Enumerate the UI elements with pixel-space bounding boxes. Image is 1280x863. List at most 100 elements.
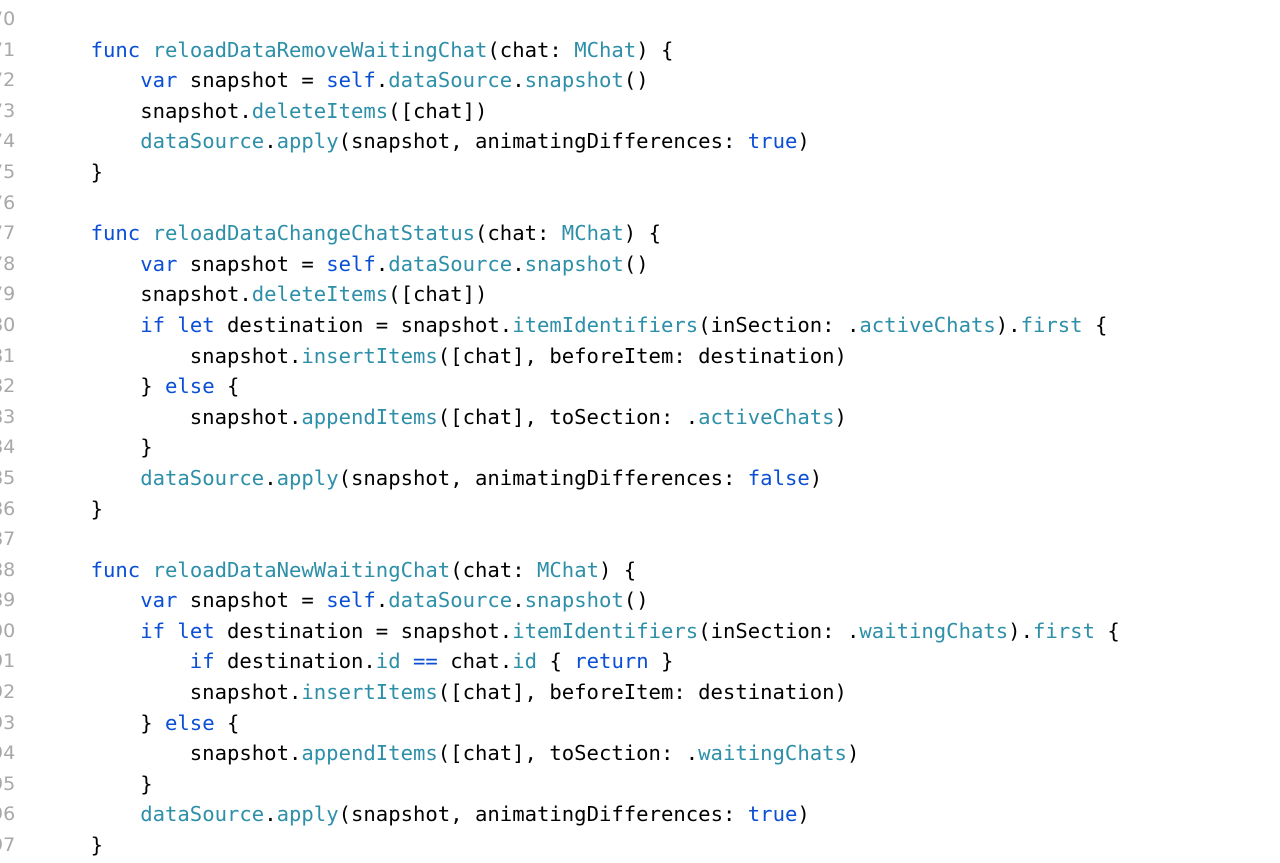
code-token-plain — [140, 221, 152, 245]
line-number: 90 — [0, 619, 16, 642]
code-token-plain: ([chat], beforeItem: destination) — [437, 680, 847, 705]
code-token-plain: (chat: — [475, 221, 562, 246]
code-token-plain: ) — [834, 404, 847, 429]
code-token-plain: ) — [797, 129, 810, 154]
line-number: 96 — [0, 803, 16, 826]
code-token-plain — [401, 649, 413, 673]
code-line[interactable]: 96 dataSource.apply(snapshot, animatingD… — [0, 799, 1280, 830]
line-number: 84 — [0, 436, 16, 459]
code-token-keyword: self — [326, 68, 376, 93]
code-line[interactable]: 74 dataSource.apply(snapshot, animatingD… — [0, 126, 1280, 157]
code-editor[interactable]: 7071 func reloadDataRemoveWaitingChat(ch… — [0, 4, 1280, 861]
code-line[interactable]: 82 } else { — [0, 371, 1280, 402]
code-token-plain — [41, 802, 140, 826]
code-line[interactable]: 73 snapshot.deleteItems([chat]) — [0, 96, 1280, 127]
code-line[interactable]: 75 } — [0, 157, 1280, 188]
line-code: dataSource.apply(snapshot, animatingDiff… — [41, 799, 810, 830]
code-line[interactable]: 79 snapshot.deleteItems([chat]) — [0, 279, 1280, 310]
code-line[interactable]: 76 — [0, 188, 1280, 219]
code-token-plain: . — [264, 802, 277, 827]
code-line[interactable]: 81 snapshot.insertItems([chat], beforeIt… — [0, 341, 1280, 372]
line-number: 76 — [0, 191, 16, 214]
code-line[interactable]: 95 } — [0, 769, 1280, 800]
code-line[interactable]: 94 snapshot.appendItems([chat], toSectio… — [0, 738, 1280, 769]
code-token-func: waitingChats — [859, 618, 1009, 643]
code-token-func: insertItems — [301, 343, 438, 368]
code-token-plain — [41, 466, 140, 490]
line-number: 91 — [0, 650, 16, 673]
code-token-func: appendItems — [301, 741, 438, 766]
code-token-func: snapshot — [524, 588, 624, 613]
code-token-plain — [140, 558, 152, 582]
line-code: snapshot.insertItems([chat], beforeItem:… — [41, 677, 847, 708]
code-line[interactable]: 71 func reloadDataRemoveWaitingChat(chat… — [0, 35, 1280, 66]
code-token-plain: (snapshot, animatingDifferences: — [338, 802, 748, 827]
code-line[interactable]: 97 } — [0, 830, 1280, 861]
code-token-keyword: false — [747, 465, 810, 490]
line-number: 72 — [0, 69, 16, 92]
code-line[interactable]: 70 — [0, 4, 1280, 35]
code-token-plain: destination = snapshot. — [214, 618, 513, 643]
code-token-plain: ) { — [599, 557, 637, 582]
code-token-plain: snapshot = — [177, 68, 327, 93]
code-token-plain: ) { — [623, 221, 661, 246]
line-code: } else { — [41, 371, 239, 402]
code-token-keyword: var — [140, 588, 178, 613]
code-token-plain: snapshot. — [41, 741, 302, 766]
code-line[interactable]: 77 func reloadDataChangeChatStatus(chat:… — [0, 218, 1280, 249]
code-token-keyword: func — [90, 557, 141, 582]
code-token-func: apply — [276, 129, 339, 154]
line-code: func reloadDataNewWaitingChat(chat: MCha… — [41, 555, 637, 586]
code-token-plain: ([chat], toSection: . — [437, 404, 699, 429]
line-code: var snapshot = self.dataSource.snapshot(… — [41, 65, 649, 96]
code-line[interactable]: 88 func reloadDataNewWaitingChat(chat: M… — [0, 555, 1280, 586]
code-token-plain: . — [375, 588, 389, 613]
code-line[interactable]: 92 snapshot.insertItems([chat], beforeIt… — [0, 677, 1280, 708]
code-token-keyword: let — [177, 618, 215, 643]
code-line[interactable]: 86 } — [0, 494, 1280, 525]
code-token-plain: destination. — [214, 649, 376, 674]
code-line[interactable]: 93 } else { — [0, 708, 1280, 739]
code-token-keyword: var — [140, 251, 178, 276]
line-code: snapshot.insertItems([chat], beforeItem:… — [41, 341, 847, 372]
code-token-plain: () — [623, 68, 649, 93]
code-token-plain: ([chat]) — [388, 282, 488, 307]
line-number: 86 — [0, 497, 16, 520]
code-token-plain: (chat: — [450, 557, 537, 582]
code-token-type: MChat — [537, 557, 599, 582]
line-number: 88 — [0, 558, 16, 581]
code-line[interactable]: 72 var snapshot = self.dataSource.snapsh… — [0, 65, 1280, 96]
line-number: 71 — [0, 38, 16, 61]
code-token-plain: } — [41, 771, 153, 796]
code-token-plain: ) — [809, 465, 823, 490]
line-code: var snapshot = self.dataSource.snapshot(… — [41, 585, 648, 616]
line-code: } — [41, 830, 103, 861]
line-number: 74 — [0, 130, 16, 153]
code-token-plain — [41, 649, 190, 673]
line-number: 95 — [0, 772, 16, 795]
code-token-plain: . — [264, 465, 277, 490]
code-token-plain: ([chat], toSection: . — [437, 741, 699, 766]
code-token-type: MChat — [574, 37, 637, 62]
line-code: if let destination = snapshot.itemIdenti… — [41, 616, 1120, 647]
code-line[interactable]: 83 snapshot.appendItems([chat], toSectio… — [0, 402, 1280, 433]
code-line[interactable]: 84 } — [0, 432, 1280, 463]
code-token-plain: (inSection: . — [698, 618, 860, 643]
code-line[interactable]: 91 if destination.id == chat.id { return… — [0, 646, 1280, 677]
line-code: snapshot.appendItems([chat], toSection: … — [41, 738, 860, 769]
code-line[interactable]: 89 var snapshot = self.dataSource.snapsh… — [0, 585, 1280, 616]
code-line[interactable]: 80 if let destination = snapshot.itemIde… — [0, 310, 1280, 341]
code-line[interactable]: 78 var snapshot = self.dataSource.snapsh… — [0, 249, 1280, 280]
code-token-plain: } — [41, 374, 165, 399]
line-code: snapshot.appendItems([chat], toSection: … — [41, 402, 847, 433]
code-token-plain: { — [1094, 618, 1120, 643]
line-code: } — [41, 769, 153, 800]
code-token-plain: ) — [797, 802, 810, 827]
code-line[interactable]: 90 if let destination = snapshot.itemIde… — [0, 616, 1280, 647]
code-token-keyword: var — [140, 68, 178, 93]
line-code: } — [41, 494, 103, 525]
code-line[interactable]: 87 — [0, 524, 1280, 555]
line-number: 81 — [0, 344, 16, 367]
code-token-plain — [165, 619, 177, 643]
code-line[interactable]: 85 dataSource.apply(snapshot, animatingD… — [0, 463, 1280, 494]
